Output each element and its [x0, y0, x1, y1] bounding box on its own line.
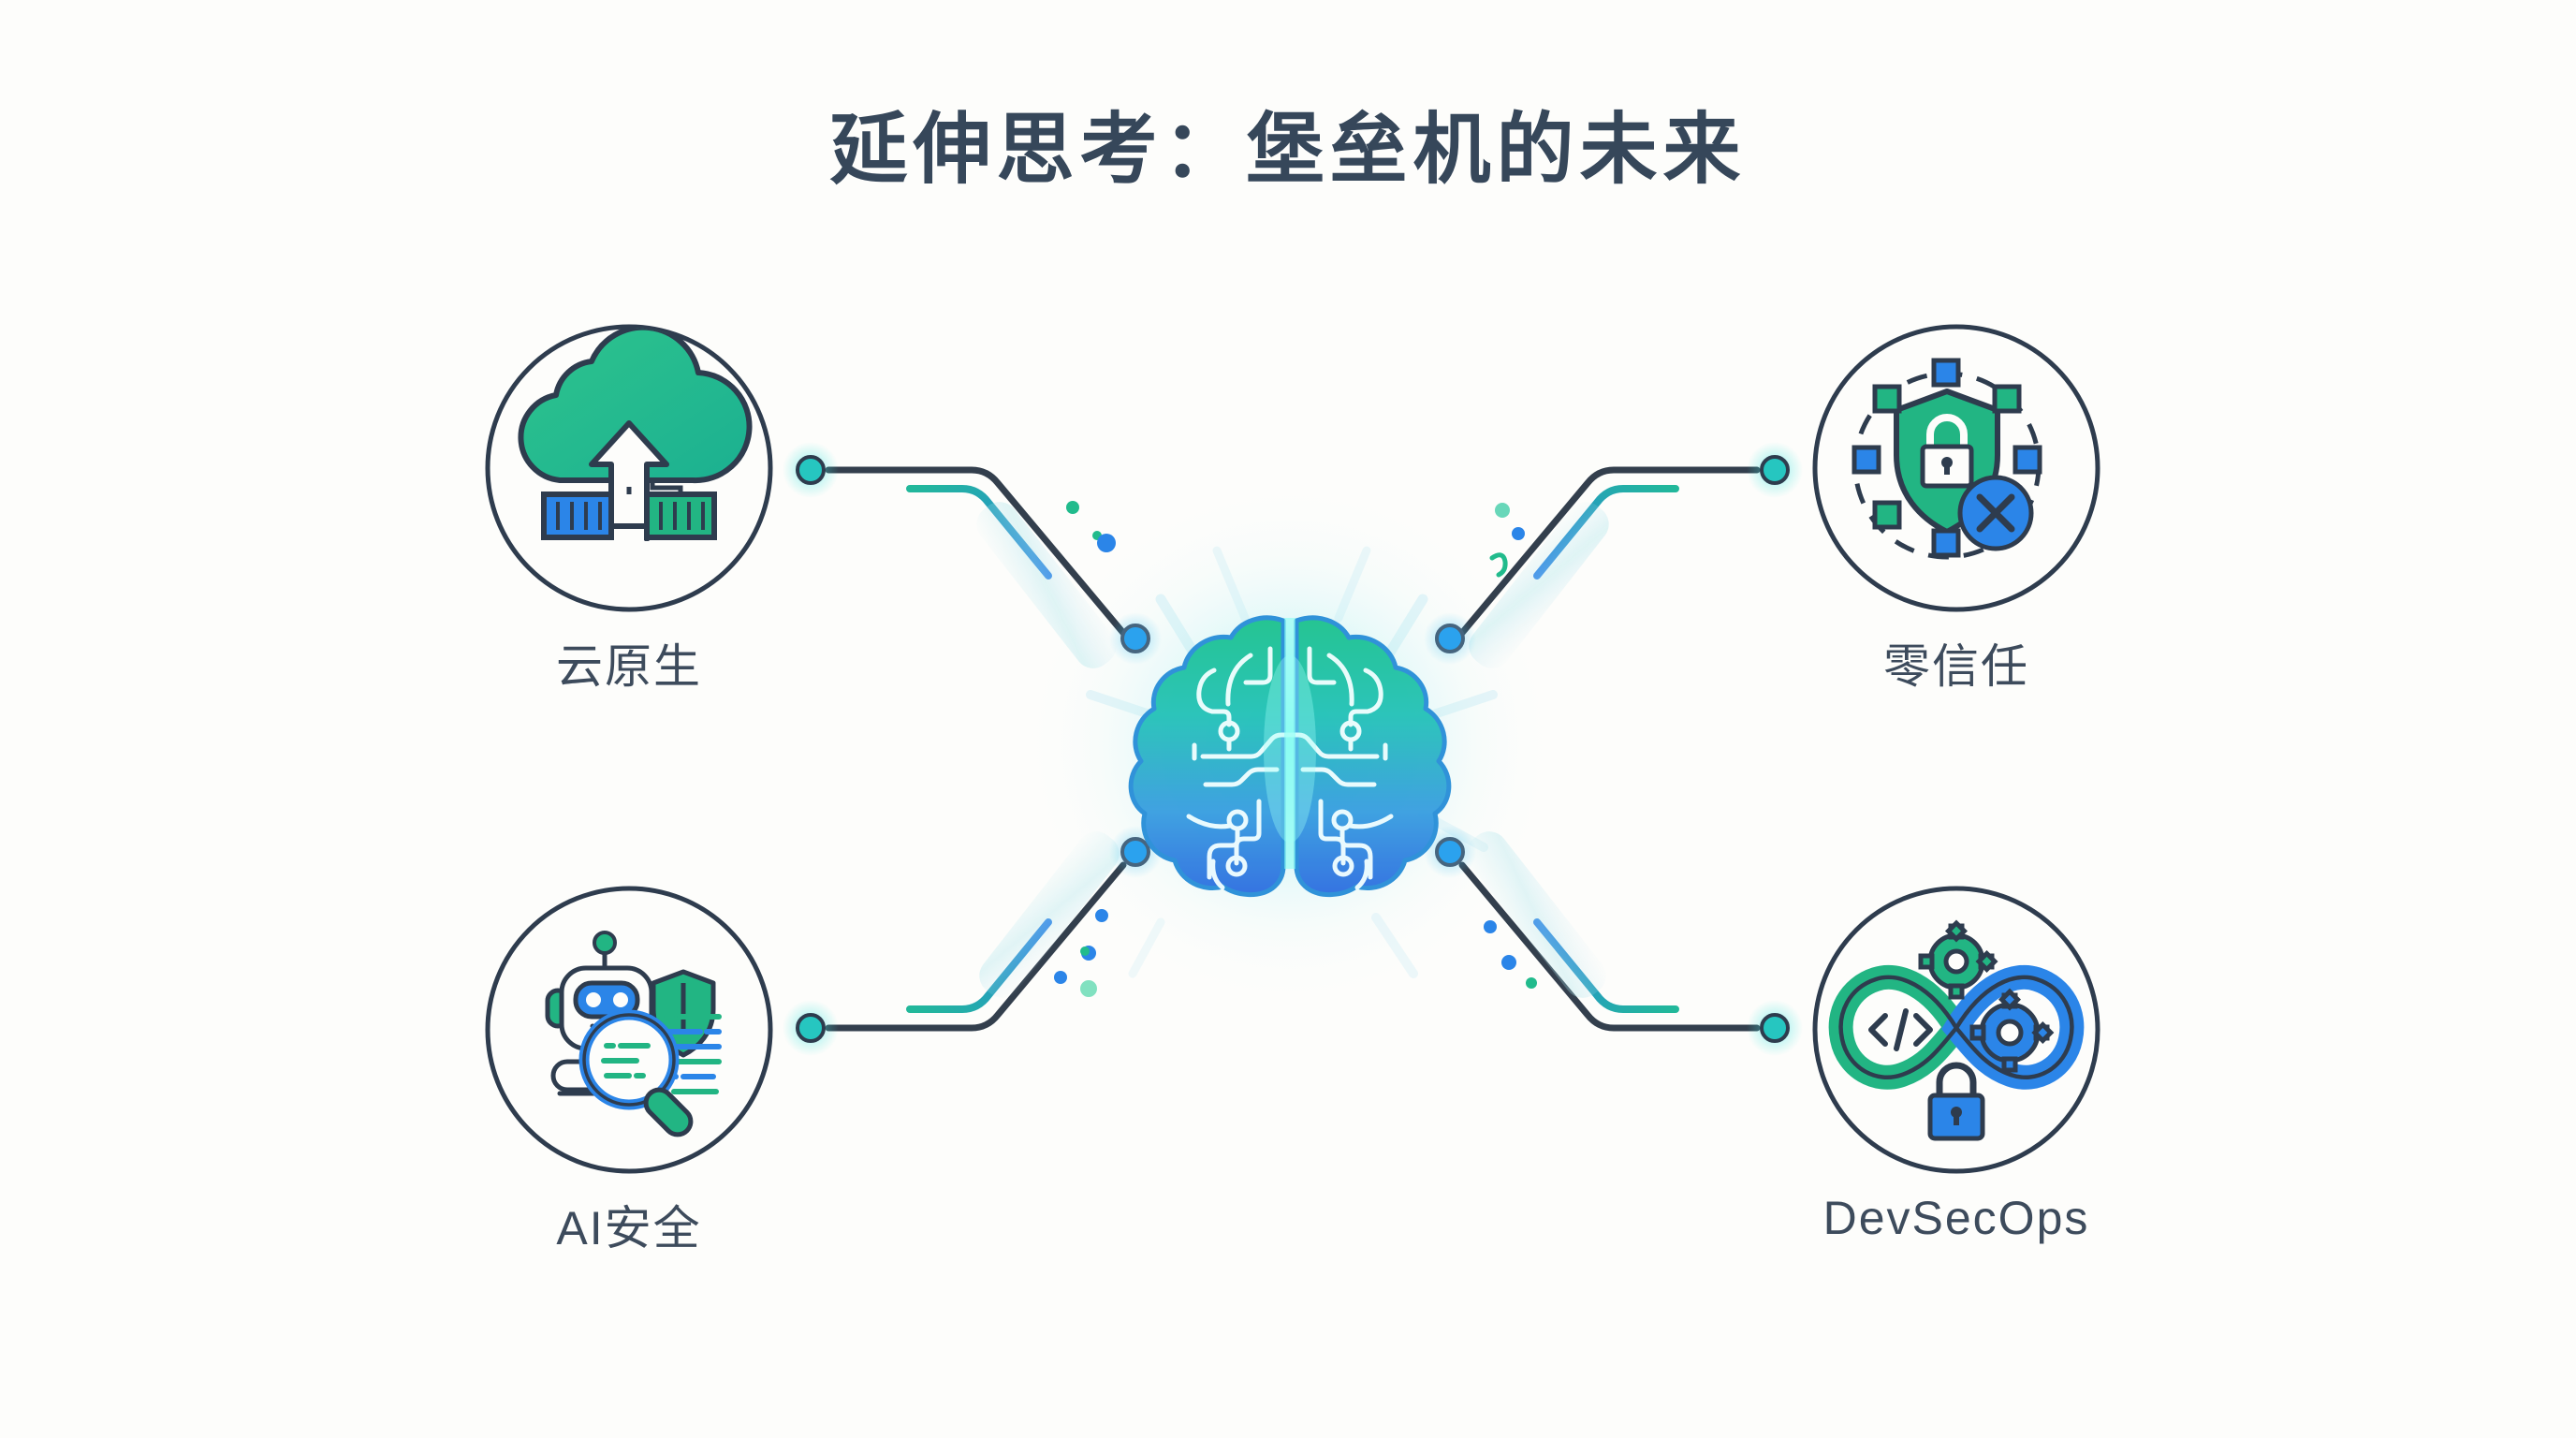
page-title: 延伸思考：堡垒机的未来 [829, 106, 1747, 193]
connector-ai-security [783, 826, 1162, 1056]
node-circle-devsecops[interactable] [1812, 886, 2100, 1174]
brain-circuit-icon [1128, 615, 1452, 897]
node-label-devsecops: DevSecOps [1822, 1192, 2090, 1244]
node-label-ai-security: AI安全 [556, 1202, 702, 1255]
node-label-cloud-native: 云原生 [556, 640, 702, 693]
infinity-gears-lock-icon [1828, 919, 2085, 1141]
node-label-zero-trust: 零信任 [1883, 640, 2029, 693]
robot-shield-magnifier-icon [545, 931, 722, 1137]
connector-cloud-native [783, 442, 1162, 668]
connector-devsecops [1424, 826, 1803, 1056]
node-circle-cloud-native[interactable] [485, 324, 773, 612]
node-circle-ai-security[interactable] [485, 886, 773, 1174]
connector-zero-trust [1424, 442, 1803, 668]
node-circle-zero-trust[interactable] [1812, 324, 2100, 612]
shield-lock-network-deny-icon [1852, 358, 2042, 560]
cloud-upload-containers-icon [518, 328, 753, 541]
